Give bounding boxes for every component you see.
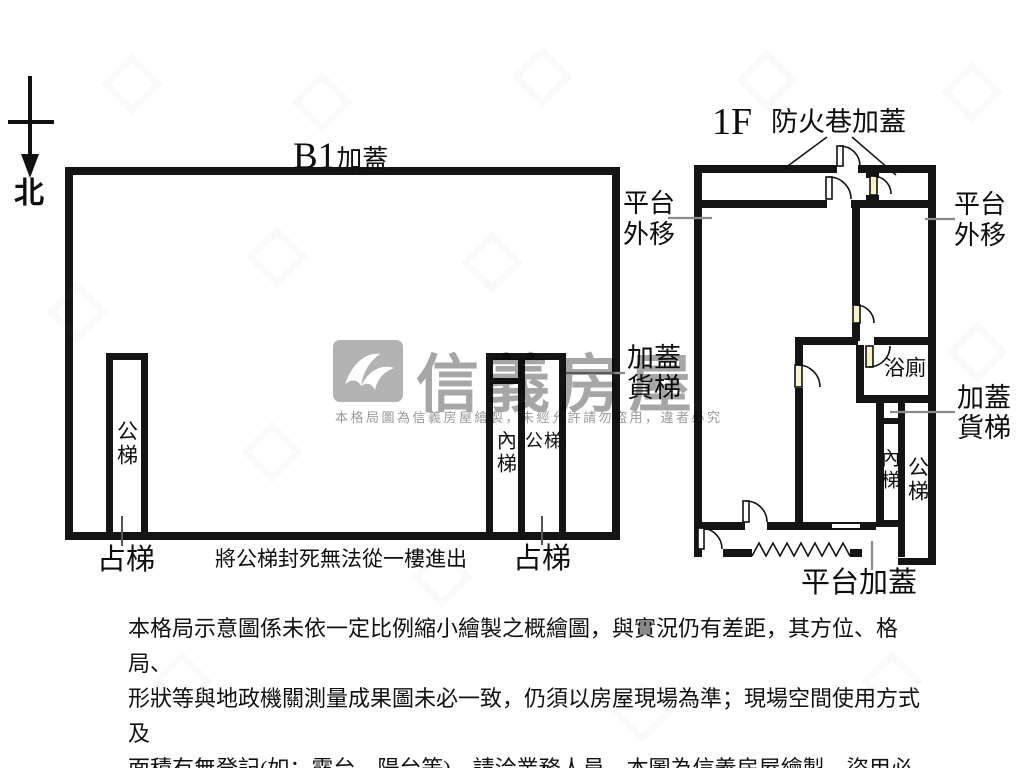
1f-elevator-label: 加蓋 貨梯 bbox=[957, 383, 1011, 443]
stair-shaft-wall bbox=[898, 558, 936, 565]
wall-segment bbox=[702, 522, 745, 530]
platform-shift-right-label: 平台 外移 bbox=[954, 190, 1007, 250]
b1-public-stair-mid-label: 公梯 bbox=[525, 431, 563, 451]
b1-elevator-label: 加蓋 貨梯 bbox=[627, 343, 681, 403]
b1-title-suffix: 加蓋 bbox=[336, 144, 389, 174]
occupied-stair-mid-label: 占梯 bbox=[513, 543, 572, 575]
door-room bbox=[794, 364, 821, 388]
pattern-diamond bbox=[510, 45, 574, 109]
door-alley-divider bbox=[869, 175, 892, 196]
pattern-diamond bbox=[100, 52, 164, 116]
wall-segment bbox=[858, 165, 936, 173]
wall-segment bbox=[702, 200, 827, 208]
wall-segment bbox=[928, 165, 936, 565]
bathroom-wall bbox=[856, 345, 864, 403]
b1-public-stair-label: 公梯 bbox=[114, 420, 139, 468]
b1-note: 將公梯封死無法從一樓進出 bbox=[215, 547, 467, 571]
b1-inner-stair-label: 內梯 bbox=[493, 430, 516, 476]
wall-segment bbox=[694, 165, 837, 173]
door-top-exit bbox=[836, 145, 861, 167]
leader-lines bbox=[566, 216, 955, 570]
bathroom-wall bbox=[856, 395, 936, 403]
occupied-stair-left-label: 占梯 bbox=[97, 544, 156, 576]
b1-elevator-divider-wall bbox=[493, 378, 518, 384]
wall-segment bbox=[850, 549, 862, 557]
pattern-diamond bbox=[945, 320, 1009, 384]
north-arrow-icon bbox=[8, 76, 54, 178]
wall-segment bbox=[874, 337, 936, 345]
stair-shaft-wall bbox=[898, 403, 905, 557]
door-corridor bbox=[852, 304, 875, 324]
door-jamb bbox=[866, 195, 879, 200]
stair-shaft-wall bbox=[876, 403, 884, 527]
wall-segment bbox=[795, 388, 803, 530]
elevator-wall bbox=[884, 418, 904, 424]
wall-segment bbox=[795, 337, 858, 345]
wall-segment bbox=[862, 522, 876, 530]
door-jamb bbox=[866, 173, 879, 178]
wall-segment bbox=[851, 200, 936, 208]
b1-stair-divider-wall bbox=[518, 360, 525, 533]
north-label: 北 bbox=[14, 177, 44, 210]
wall-segment bbox=[694, 549, 702, 557]
disclaimer-text: 本格局示意圖係未依一定比例縮小繪製之概繪圖，與實況仍有差距，其方位、格局、 形狀… bbox=[128, 611, 928, 768]
disclaimer-line: 面積有無登記(如：露台、陽台等)，請洽業務人員。本圖為信義房屋繪製，盜用必究。 bbox=[128, 751, 928, 768]
platform-cover-zigzag bbox=[751, 541, 851, 558]
disclaimer-line: 形狀等與地政機關測量成果圖未必一致，仍須以房屋現場為準；現場空間使用方式及 bbox=[128, 686, 921, 746]
wall-segment bbox=[852, 200, 860, 305]
door-rear bbox=[742, 500, 768, 523]
platform-cover-label: 平台加蓋 bbox=[801, 567, 918, 599]
disclaimer-line: 本格局示意圖係未依一定比例縮小繪製之概繪圖，與實況仍有差距，其方位、格局、 bbox=[128, 616, 899, 676]
1f-inner-stair-label: 內梯 bbox=[878, 448, 900, 492]
b1-title: B1加蓋 bbox=[293, 118, 388, 177]
1f-title: 1F bbox=[712, 101, 753, 143]
pattern-diamond bbox=[940, 60, 1004, 124]
b1-public-stair-shaft bbox=[106, 353, 148, 540]
1f-public-stair-label: 公梯 bbox=[905, 456, 930, 504]
wall-segment bbox=[852, 323, 860, 341]
stair-shaft-wall bbox=[876, 520, 905, 527]
window-symbol bbox=[830, 522, 862, 530]
platform-shift-left-label: 平台 外移 bbox=[623, 189, 676, 249]
wall-segment bbox=[795, 345, 803, 365]
wall-segment bbox=[767, 522, 830, 530]
b1-outer-wall bbox=[65, 167, 620, 540]
b1-stair-structure bbox=[486, 353, 566, 540]
door-fire-alley bbox=[825, 176, 852, 200]
b1-title-main: B1 bbox=[293, 135, 337, 177]
fire-alley-label: 防火巷加蓋 bbox=[771, 107, 906, 137]
bathroom-label: 浴廁 bbox=[884, 356, 926, 380]
wall-segment bbox=[694, 165, 702, 557]
wall-segment bbox=[723, 549, 752, 557]
